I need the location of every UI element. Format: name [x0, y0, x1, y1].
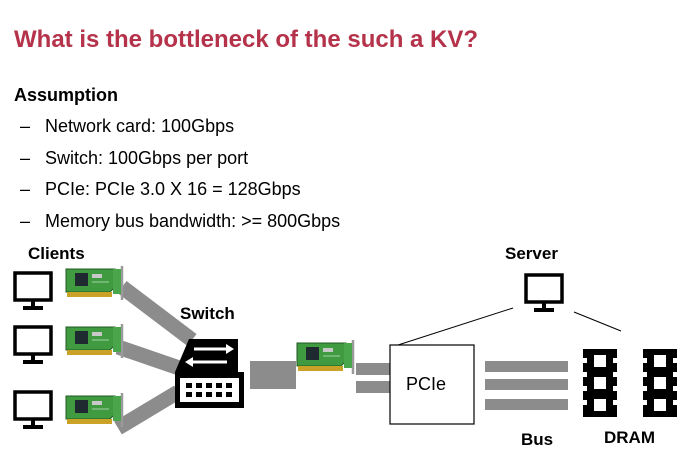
pcie-label: PCIe: [406, 374, 447, 394]
nic-pcie-link: [356, 381, 390, 393]
bus-label: Bus: [521, 430, 554, 449]
memory-bus: [485, 361, 568, 410]
pcie-box: [389, 344, 475, 425]
monitor-icon: [524, 273, 564, 312]
monitor-icon: [13, 325, 53, 364]
assumption-item: –Network card: 100Gbps: [20, 116, 340, 148]
dash-glyph: –: [20, 210, 31, 231]
dash-glyph: –: [20, 179, 31, 199]
server-callout-line: [397, 307, 514, 346]
assumption-item-text: Network card: 100Gbps: [45, 116, 235, 136]
dram-label: DRAM: [604, 428, 655, 447]
dash-glyph: –: [20, 147, 31, 168]
network-card-icon: [64, 264, 124, 302]
dash-glyph: –: [20, 116, 31, 136]
network-card-icon: [295, 338, 355, 376]
client-link: [117, 281, 197, 346]
assumption-item-text: PCIe: PCIe 3.0 X 16 = 128Gbps: [45, 179, 301, 199]
bus-lane: [485, 379, 568, 390]
assumption-item: –Memory bus bandwidth: >= 800Gbps: [20, 211, 340, 243]
network-card-icon: [64, 322, 124, 360]
client-links: [114, 281, 197, 435]
nic-pcie-link: [356, 363, 390, 375]
assumption-item: –Switch: 100Gbps per port: [20, 148, 340, 180]
dram-module-icon: [643, 349, 677, 417]
slide-title: What is the bottleneck of the such a KV?: [14, 26, 479, 53]
server-label: Server: [505, 244, 558, 263]
dram-module-icon: [583, 349, 617, 417]
switch-label: Switch: [180, 304, 235, 323]
client-link: [114, 385, 182, 435]
switch-icon: [175, 339, 244, 408]
assumption-heading: Assumption: [14, 85, 119, 105]
network-card-icon: [64, 391, 124, 429]
client-link: [115, 339, 188, 378]
server-callout-line: [573, 311, 622, 332]
assumption-item: –PCIe: PCIe 3.0 X 16 = 128Gbps: [20, 179, 340, 211]
assumption-item-text: Switch: 100Gbps per port: [45, 147, 249, 168]
monitor-icon: [13, 390, 53, 429]
assumption-item-text: Memory bus bandwidth: >= 800Gbps: [45, 210, 341, 231]
clients-label: Clients: [28, 244, 85, 263]
bus-lane: [485, 361, 568, 372]
bus-lane: [485, 399, 568, 410]
switch-link: [250, 361, 296, 389]
monitor-icon: [13, 271, 53, 310]
assumption-list: –Network card: 100Gbps –Switch: 100Gbps …: [20, 116, 340, 242]
